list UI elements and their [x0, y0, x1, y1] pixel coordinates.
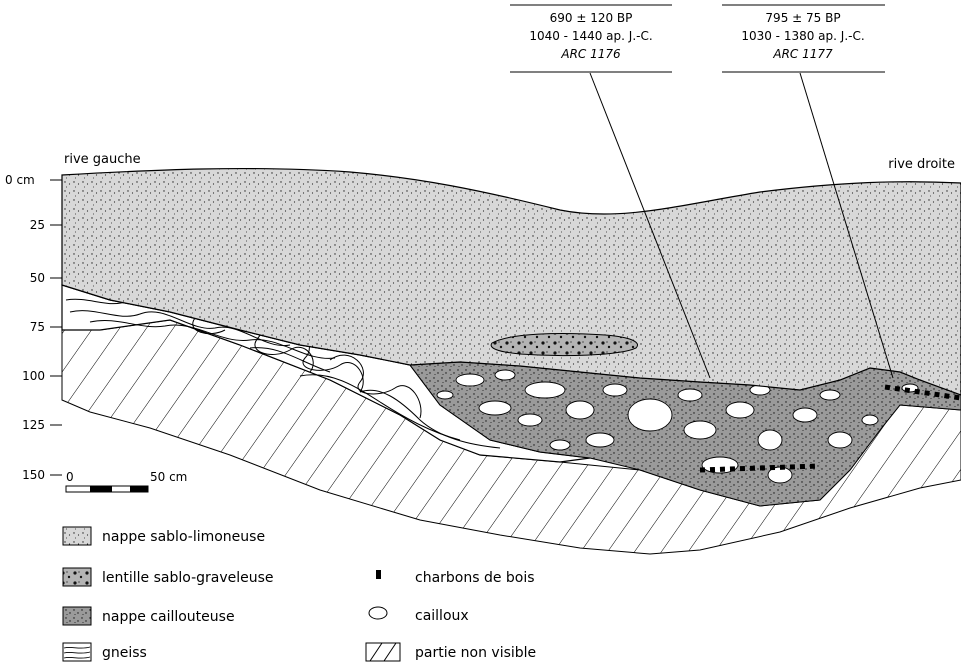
legend-swatch-gneiss [63, 643, 91, 661]
date-1-cal: 1040 - 1440 ap. J.-C. [529, 29, 652, 43]
legend: nappe sablo-limoneuse lentille sablo-gra… [63, 527, 536, 661]
legend-swatch-gravel [63, 607, 91, 625]
legend-label-gravel: nappe caillouteuse [102, 609, 235, 625]
sand-gravel-lens [491, 334, 637, 356]
depth-tick-25: 25 [30, 218, 45, 232]
date-2-bp: 795 ± 75 BP [765, 11, 840, 25]
depth-tick-100: 100 [22, 369, 45, 383]
right-bank-label: rive droite [888, 157, 955, 172]
scale-bar-end: 50 cm [150, 470, 187, 484]
scale-bar: 0 50 cm [66, 470, 187, 492]
depth-tick-150: 150 [22, 468, 45, 482]
scale-bar-start: 0 [66, 470, 74, 484]
depth-tick-75: 75 [30, 320, 45, 334]
date-box-2: 795 ± 75 BP 1030 - 1380 ap. J.-C. ARC 11… [722, 5, 885, 72]
date-box-1: 690 ± 120 BP 1040 - 1440 ap. J.-C. ARC 1… [510, 5, 672, 72]
legend-swatch-lens [63, 568, 91, 586]
legend-label-gneiss: gneiss [102, 645, 147, 661]
date-2-cal: 1030 - 1380 ap. J.-C. [741, 29, 864, 43]
date-1-bp: 690 ± 120 BP [550, 11, 633, 25]
legend-swatch-non-visible [366, 643, 400, 661]
legend-label-non-visible: partie non visible [415, 645, 536, 661]
left-bank-label: rive gauche [64, 152, 141, 167]
legend-symbol-pebble [369, 607, 387, 619]
date-2-lab: ARC 1177 [772, 47, 833, 61]
legend-label-sand: nappe sablo-limoneuse [102, 529, 265, 545]
legend-label-pebble: cailloux [415, 608, 469, 624]
legend-symbol-charcoal [376, 570, 381, 579]
depth-tick-125: 125 [22, 418, 45, 432]
legend-label-lens: lentille sablo-graveleuse [102, 570, 274, 586]
depth-axis: 0 cm 25 50 75 100 125 150 [5, 173, 62, 482]
depth-tick-50: 50 [30, 271, 45, 285]
legend-label-charcoal: charbons de bois [415, 570, 535, 586]
legend-swatch-sand [63, 527, 91, 545]
depth-tick-0: 0 cm [5, 173, 35, 187]
date-1-lab: ARC 1176 [560, 47, 621, 61]
